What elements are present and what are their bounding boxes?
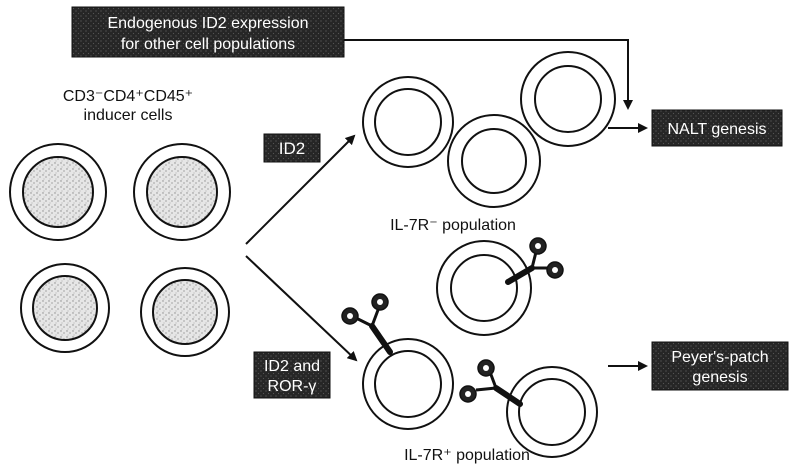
inducer-cell-3 — [21, 264, 109, 352]
inducer-cells-title: CD3⁻CD4⁺CD45⁺ — [63, 88, 193, 105]
inducer-cells-subtitle: inducer cells — [84, 107, 173, 124]
inducer-cell-1 — [10, 144, 106, 240]
id2-ror-line1: ID2 and — [264, 358, 320, 375]
il7r-positive-cell-3 — [507, 367, 597, 457]
inducer-cell-4 — [141, 268, 229, 356]
il7r-receptor-icon — [342, 294, 390, 352]
endogenous-id2-line2: for other cell populations — [121, 36, 295, 53]
il7r-negative-cell-1 — [363, 77, 453, 167]
endogenous-id2-box: Endogenous ID2 expression for other cell… — [72, 7, 344, 57]
il7r-positive-cell-1 — [437, 241, 531, 335]
il7r-positive-label: IL-7R⁺ population — [404, 447, 530, 464]
id2-box: ID2 — [264, 134, 320, 162]
il7r-positive-cell-2 — [363, 339, 453, 429]
peyers-patch-box: Peyer's-patch genesis — [652, 342, 788, 390]
endogenous-id2-line1: Endogenous ID2 expression — [107, 15, 308, 32]
inducer-cell-2 — [134, 144, 230, 240]
id2-ror-line2: ROR-γ — [268, 378, 317, 395]
id2-ror-box: ID2 and ROR-γ — [254, 352, 330, 398]
nalt-genesis-box: NALT genesis — [652, 110, 782, 146]
arrow-to-il7r-positive — [246, 256, 356, 360]
il7r-negative-cell-3 — [448, 115, 540, 207]
nalt-genesis-label: NALT genesis — [667, 121, 766, 138]
il7r-negative-label: IL-7R⁻ population — [390, 217, 516, 234]
id2-box-label: ID2 — [279, 139, 305, 158]
il7r-negative-cell-2 — [521, 52, 615, 146]
il7r-receptor-icon — [460, 360, 520, 404]
peyers-patch-line2: genesis — [692, 369, 747, 386]
peyers-patch-line1: Peyer's-patch — [671, 349, 768, 366]
